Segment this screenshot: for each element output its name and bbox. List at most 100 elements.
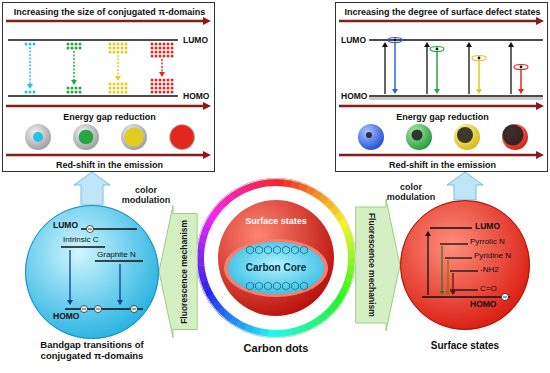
energy-level-dot: [79, 43, 82, 46]
graphene-hexagon: [247, 246, 254, 254]
energy-level-dot: [171, 87, 174, 90]
energy-level-line: [445, 257, 472, 258]
arrow-head: [466, 42, 472, 47]
electron-sign: [503, 297, 507, 298]
arrow-shaft: [339, 20, 536, 23]
energy-level-dot: [163, 79, 166, 82]
energy-level-dot: [67, 43, 70, 46]
energy-level-dot: [117, 51, 120, 54]
node-outline-svg: [196, 178, 356, 338]
energy-level-dot: [113, 87, 116, 90]
energy-level-dot: [159, 83, 162, 86]
graphene-hexagon: [274, 246, 281, 254]
arrow-shaft: [384, 47, 385, 94]
energy-level-dot: [155, 79, 158, 82]
defect-state: [472, 56, 486, 61]
arrow-head: [425, 231, 431, 236]
energy-level-dot: [121, 43, 124, 46]
energy-level-dot: [167, 79, 170, 82]
defect-core: [503, 125, 524, 146]
lumo-line: [369, 39, 543, 41]
graphene-hexagon: [301, 246, 308, 254]
defect-state: [430, 47, 444, 52]
energy-level-dot: [167, 91, 170, 94]
dot-shell: [121, 124, 147, 150]
energy-level-dot: [163, 91, 166, 94]
defect-core: [366, 132, 372, 138]
energy-level-dot: [29, 91, 32, 94]
energy-level-dot: [125, 43, 128, 46]
graphene-hexagon: [274, 282, 281, 290]
dot-shell: [73, 124, 99, 150]
defect-electron: [436, 48, 439, 51]
state-label: Pyrrolic N: [470, 237, 505, 246]
energy-level-dot: [167, 43, 170, 46]
electron: [95, 306, 102, 313]
energy-level-dot: [151, 47, 154, 50]
energy-level-dot: [33, 43, 36, 46]
energy-level-dot: [25, 91, 28, 94]
dot-shell: [169, 124, 195, 150]
energy-level-dot: [171, 51, 174, 54]
block-arrow: [356, 199, 400, 331]
arrow-head: [203, 17, 211, 25]
energy-level-dot: [117, 87, 120, 90]
energy-level-dot: [113, 91, 116, 94]
energy-level-dot: [109, 87, 112, 90]
electron-sign: [96, 309, 100, 310]
energy-level-dot: [151, 87, 154, 90]
graphene-hexagon: [265, 282, 272, 290]
arrow-head: [536, 17, 544, 25]
energy-level-label: LUMO: [475, 222, 500, 232]
arrow-shaft: [161, 59, 163, 72]
graphene-hexagon: [256, 246, 263, 254]
arrow-head: [203, 151, 211, 159]
energy-level-dot: [79, 91, 82, 94]
edge-label: Fluorescence mechanism: [366, 213, 376, 317]
panel-title: Increasing the degree of surface defect …: [336, 7, 549, 17]
lumo-line: [8, 39, 178, 41]
energy-level-line: [450, 270, 478, 271]
energy-level-dot: [117, 91, 120, 94]
energy-level-dot: [171, 83, 174, 86]
arrow-shaft: [452, 273, 453, 291]
electron-sign: [132, 309, 136, 310]
energy-level-dot: [121, 83, 124, 86]
node-outline-svg: [25, 205, 159, 339]
arrow-shaft: [426, 47, 427, 94]
energy-level-dot: [155, 47, 158, 50]
energy-level-dot: [79, 47, 82, 50]
energy-level-dot: [109, 91, 112, 94]
surface-sphere: [358, 124, 384, 150]
shell-label: Surface states: [196, 216, 356, 226]
energy-level-dot: [125, 47, 128, 50]
conjugated-domain: [79, 130, 94, 145]
arrow-head: [476, 89, 482, 94]
arrow-shaft: [69, 250, 70, 300]
graphene-hexagon: [292, 282, 299, 290]
arrow-head: [382, 42, 388, 47]
arrow-head: [434, 89, 440, 94]
intrinsic-level: [61, 246, 105, 247]
surface-circle-fill: [400, 200, 530, 330]
circle-caption: Surface states: [400, 340, 530, 352]
arrow-shaft: [468, 47, 469, 94]
energy-level-label: LUMO: [53, 221, 78, 231]
energy-level-dot: [71, 91, 74, 94]
energy-level-dot: [167, 87, 170, 90]
arrow-head: [508, 42, 514, 47]
defect-core: [412, 130, 423, 141]
energy-level-dot: [159, 51, 162, 54]
arrow-head: [117, 300, 123, 305]
arrow-head: [203, 102, 211, 110]
energy-level-dot: [71, 87, 74, 90]
rainbow-ring: [196, 178, 356, 338]
block-arrow: [74, 172, 110, 205]
defect-electron: [394, 39, 397, 42]
core-label: Carbon Core: [196, 262, 356, 274]
graphene-hexagon: [283, 246, 290, 254]
circle-caption: Bandgap transitions of conjugated π-doma…: [15, 340, 169, 362]
energy-level-dot: [75, 47, 78, 50]
arrow-shaft: [394, 43, 396, 89]
